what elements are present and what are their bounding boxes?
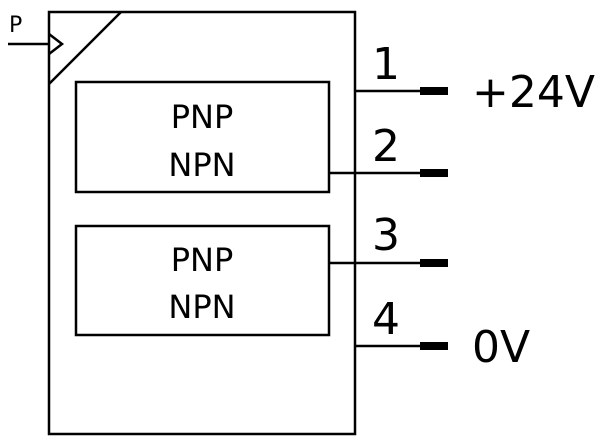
pin-1-terminal — [420, 87, 448, 95]
device-housing — [47, 10, 357, 436]
input-label: P — [9, 13, 22, 38]
output-box-2 — [74, 224, 331, 337]
pin-4-number: 4 — [372, 294, 400, 345]
pin-1-voltage-label: +24V — [472, 67, 595, 118]
corner-diagonal — [48, 11, 122, 85]
pin-3-number: 3 — [372, 210, 400, 261]
pin-2-terminal — [420, 169, 448, 177]
output-2-sublabel: NPN — [168, 288, 235, 326]
output-box-1 — [74, 80, 331, 194]
pin-4-voltage-label: 0V — [472, 322, 530, 373]
pin-4-terminal — [420, 342, 448, 350]
pin-1-number: 1 — [372, 39, 400, 90]
input-arrow-icon — [48, 33, 65, 55]
output-2-label: PNP — [171, 241, 234, 279]
pin-2-number: 2 — [372, 121, 400, 172]
pin-3-terminal — [420, 259, 448, 267]
output-1-label: PNP — [171, 98, 234, 136]
output-1-sublabel: NPN — [168, 146, 235, 184]
